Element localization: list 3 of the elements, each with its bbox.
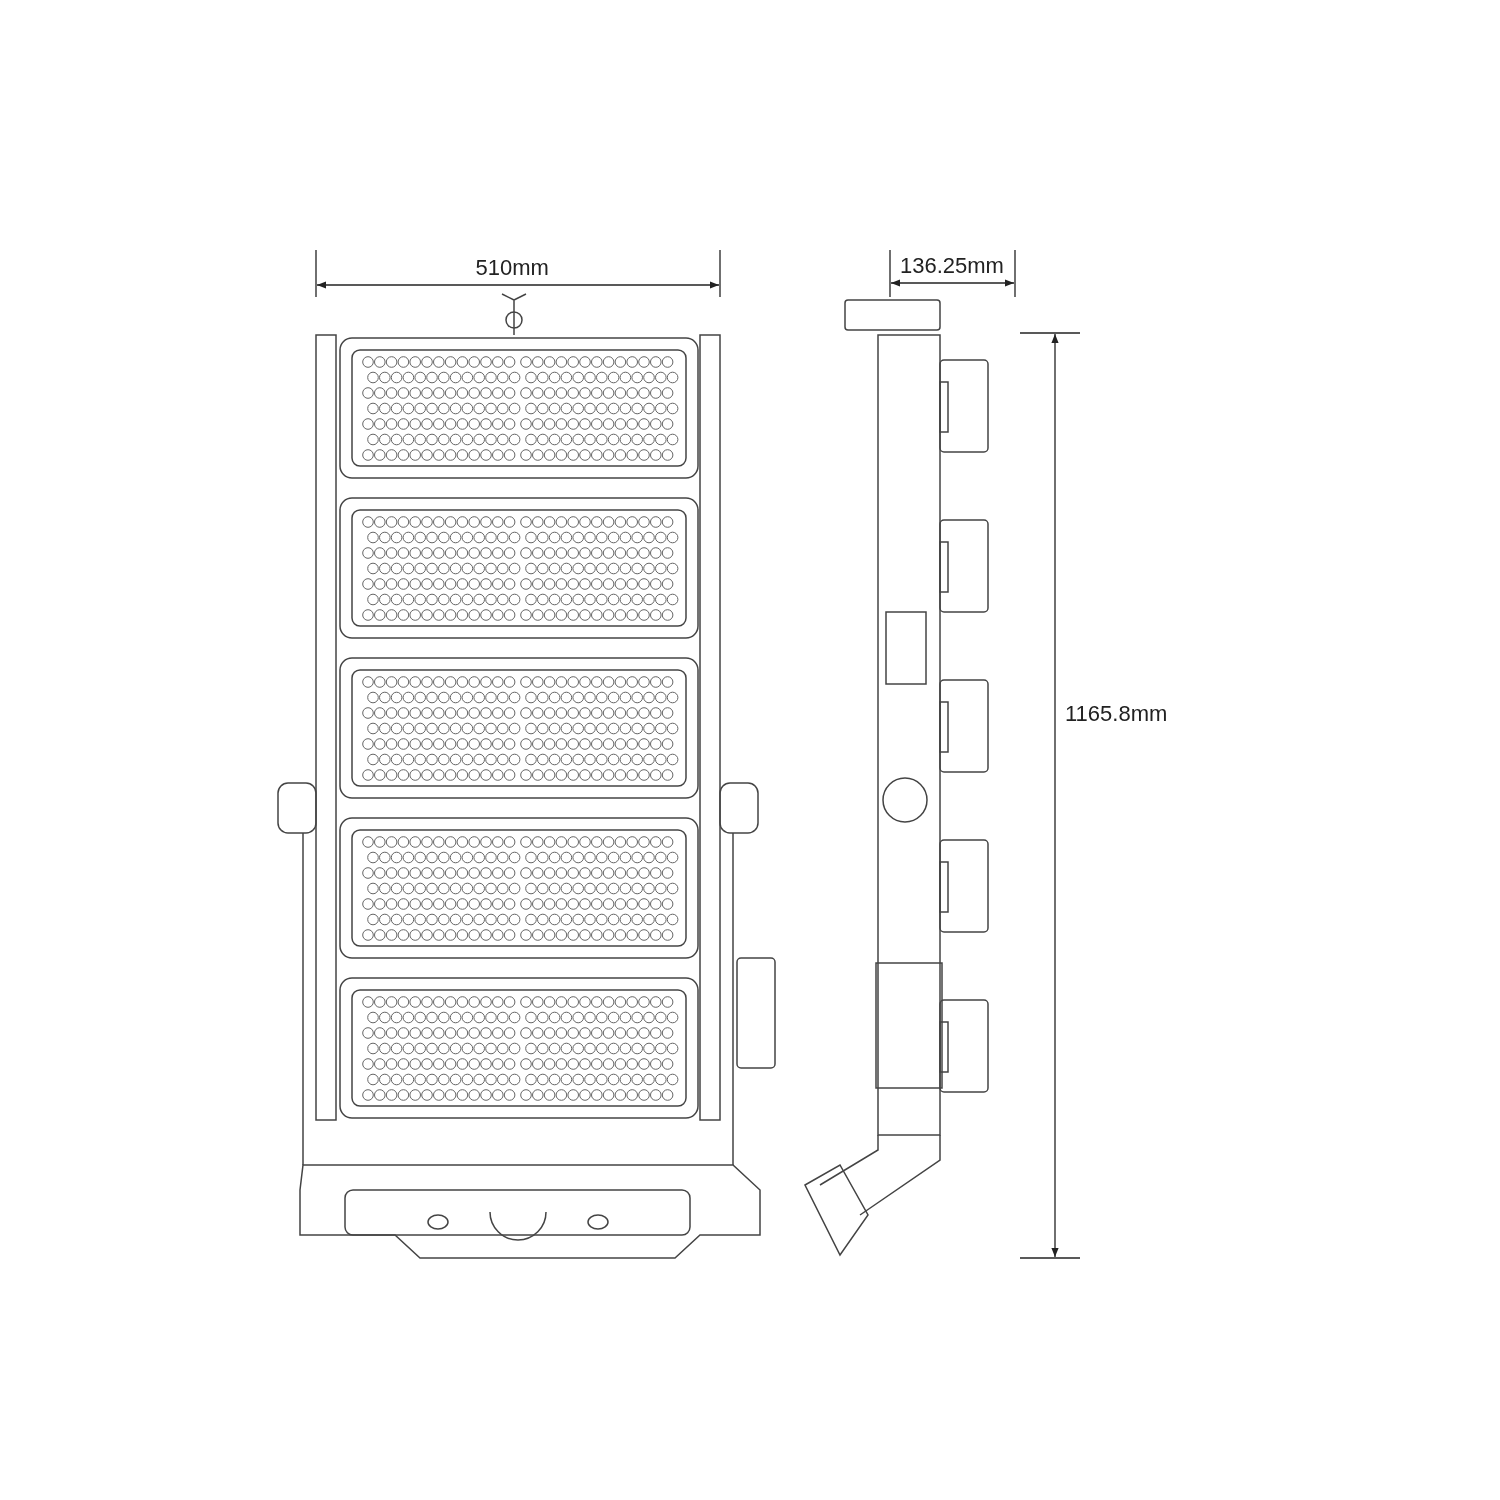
dimension-label: 1165.8mm (1065, 702, 1168, 726)
dimension-label: 136.25mm (900, 254, 1004, 278)
dimension-label: 510mm (475, 256, 549, 280)
